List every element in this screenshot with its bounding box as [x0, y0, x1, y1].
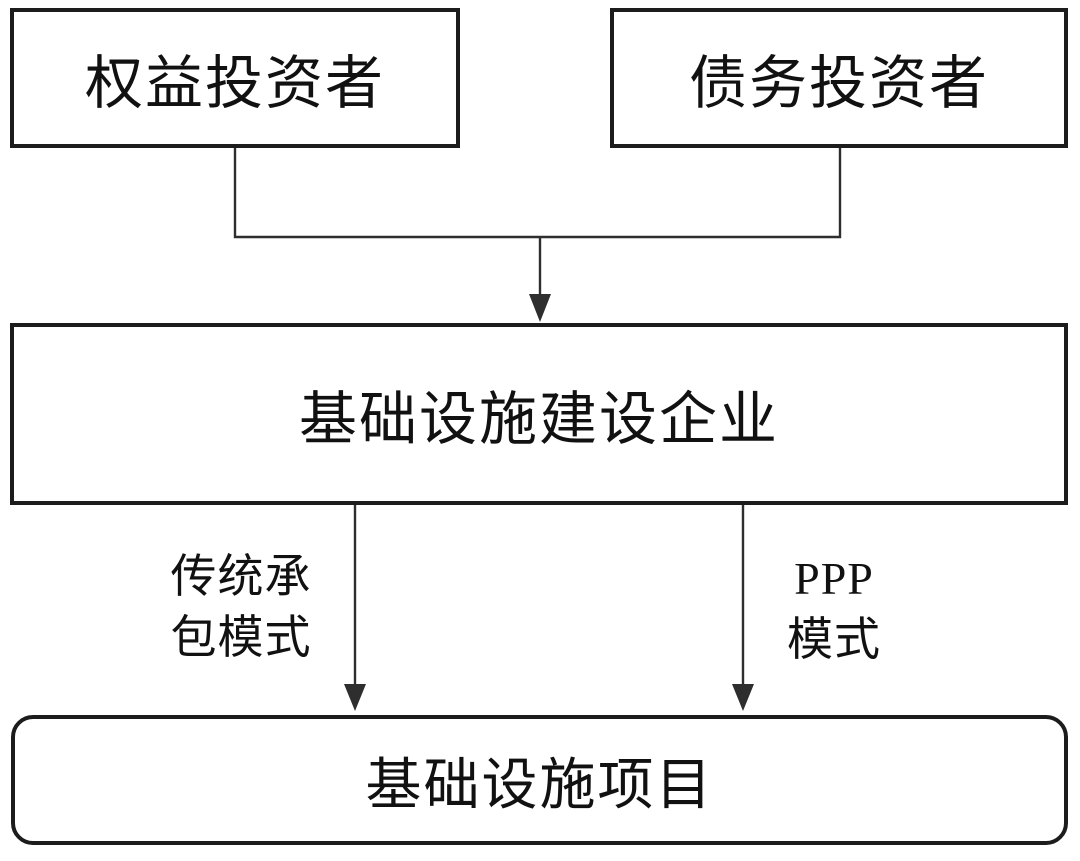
merge-arrowhead-icon [529, 294, 551, 322]
ppp-arrowhead-icon [732, 684, 754, 711]
node-infrastructure-enterprise-label: 基础设施建设企业 [298, 387, 779, 452]
node-infrastructure-project-label: 基础设施项目 [365, 754, 714, 817]
node-debt-investors: 债务投资者 [610, 8, 1068, 148]
edge-label-ppp-line2: 模式 [787, 614, 881, 665]
edge-label-traditional-line1: 传统承 [170, 551, 312, 602]
edge-label-ppp-mode: PPP 模式 [724, 548, 944, 670]
node-debt-investors-label: 债务投资者 [688, 51, 989, 116]
edge-label-ppp-line1: PPP [794, 553, 874, 604]
edge-label-traditional-mode: 传统承 包模式 [81, 546, 401, 668]
node-infrastructure-enterprise: 基础设施建设企业 [10, 323, 1068, 505]
node-equity-investors: 权益投资者 [10, 8, 460, 148]
edge-label-traditional-line2: 包模式 [170, 612, 312, 663]
traditional-arrowhead-icon [344, 684, 366, 711]
merge-connector-line [233, 148, 842, 239]
node-equity-investors-label: 权益投资者 [84, 51, 385, 116]
node-infrastructure-project: 基础设施项目 [11, 715, 1068, 845]
